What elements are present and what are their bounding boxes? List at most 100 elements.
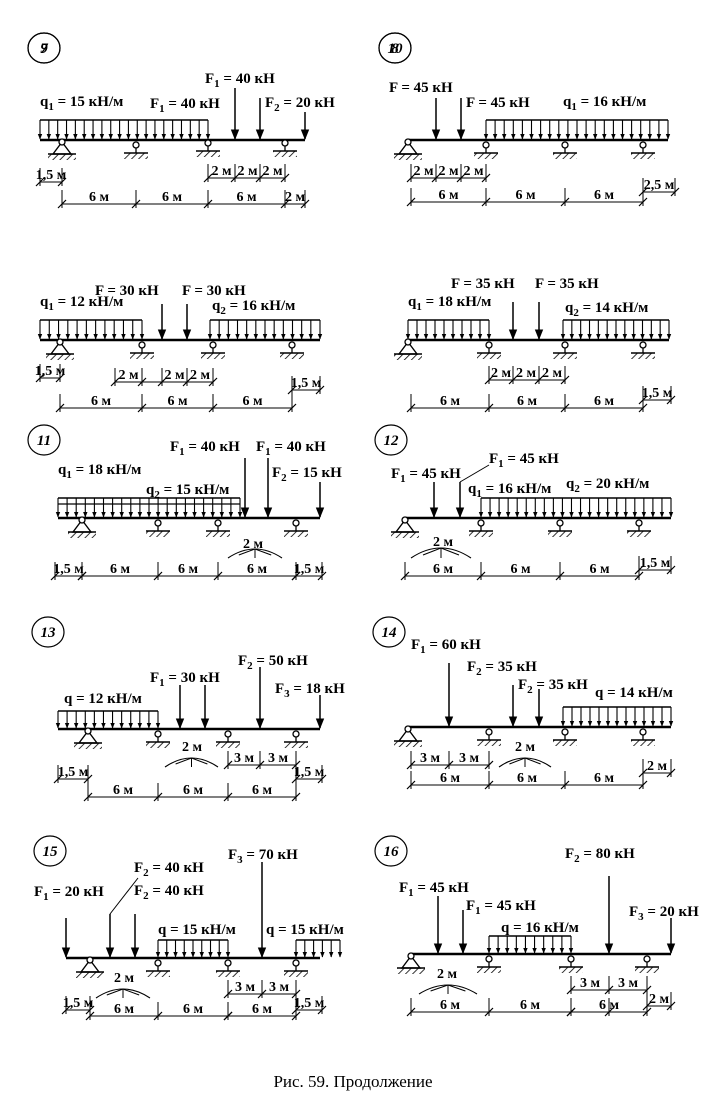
dimension-tick [280,199,290,209]
roller-hinge [292,959,300,967]
load-label-q2: q2 = 15 кН/м [146,482,229,501]
dimension-label: 6 м [91,394,112,409]
roller-support [631,341,655,359]
roller-hinge [477,519,485,527]
roller-support [216,959,240,977]
dimension-tick [484,1007,494,1017]
leader-line [109,877,139,915]
dimension-tick [77,571,87,581]
load-label-q-b: q = 15 кН/м [266,922,344,938]
roller-hinge [204,139,212,147]
ground-hatch [146,531,170,537]
dimension-tick [223,792,233,802]
dimension-tick [666,768,676,778]
ground-hatch [394,741,422,747]
panel-number-circle [372,616,406,648]
roller-hinge [224,730,232,738]
roller-support [280,341,304,359]
dimension-label: 3 м [235,980,256,995]
ground-hatch [477,967,501,973]
dimension-tick [137,377,147,387]
dims-15-d: 6 м [223,1002,301,1021]
dimension-tick [223,760,233,770]
ground-hatch [280,353,304,359]
ground-hatch [559,967,583,973]
dimension-label: 6 м [433,562,454,577]
dimension-tick [638,197,648,207]
dimension-tick [255,760,265,770]
panel-number: 15 [43,844,59,860]
ground-hatch [74,743,102,749]
load-label-F1: F1 = 30 кН [150,670,220,689]
dimension-tick [666,565,676,575]
load-label-q1: q1 = 12 кН/м [40,294,123,313]
dimension-label: 2 м [491,366,512,381]
dimension-tick [50,571,60,581]
roller-support [553,341,577,359]
pin-hinge [401,516,409,524]
panel-number: 11 [37,433,51,449]
dimension-tick [83,774,93,784]
dims-9-a: 1,5 м [35,364,66,383]
dimension-tick [560,197,570,207]
dimension-tick [53,774,63,784]
load-label-q2: q2 = 14 кН/м [565,300,648,319]
dims-10-c: 1,5 м [638,386,676,405]
dimension-tick [406,197,416,207]
load-label-F1-a: F1 = 45 кН [399,880,469,899]
roller-support [627,519,651,537]
dimension-tick [208,403,218,413]
load-label-F-2: F = 30 кН [182,283,246,299]
ground-hatch [553,353,577,359]
roller-support [130,341,154,359]
load-label-F1-b: F1 = 45 кН [466,898,536,917]
dimension-label: 6 м [183,783,204,798]
roller-support [631,141,655,159]
dimension-tick [110,377,120,387]
roller-hinge [224,959,232,967]
ground-hatch [477,740,501,746]
dimension-label: 1,5 м [294,996,325,1011]
dimension-tick [131,199,141,209]
ground-hatch [273,151,297,157]
arc-spoke [122,988,140,996]
dimension-label: 2 м [413,164,434,179]
dimension-tick [560,375,570,385]
roller-support [273,139,297,157]
roller-hinge [485,728,493,736]
roller-support [477,341,501,359]
arc-spoke [430,984,449,992]
dimension-label: 1,5 м [294,765,325,780]
roller-hinge [639,141,647,149]
dimension-tick [153,792,163,802]
dimension-label: 1,5 м [36,168,67,183]
dimension-tick [444,760,454,770]
leader-line [459,464,490,483]
dimension-tick [203,173,213,183]
load-label-F2: F2 = 50 кН [238,653,308,672]
load-label-F2: F2 = 20 кН [265,95,335,114]
dimension-tick [400,571,410,581]
dimension-tick [280,173,290,183]
dimension-label: 2 м [182,740,203,755]
load-label-F2-b: F2 = 35 кН [518,677,588,696]
dimension-tick [481,173,491,183]
dimension-tick [634,565,644,575]
dimension-label: 6 м [89,190,110,205]
dims-16-d: 2 м [642,992,676,1011]
dimension-label: 6 м [594,394,615,409]
load-label-F2-a: F2 = 35 кН [467,659,537,678]
dimension-tick [484,760,494,770]
dimension-tick [560,403,570,413]
roller-hinge [281,139,289,147]
dimension-label: 2 м [649,992,670,1007]
